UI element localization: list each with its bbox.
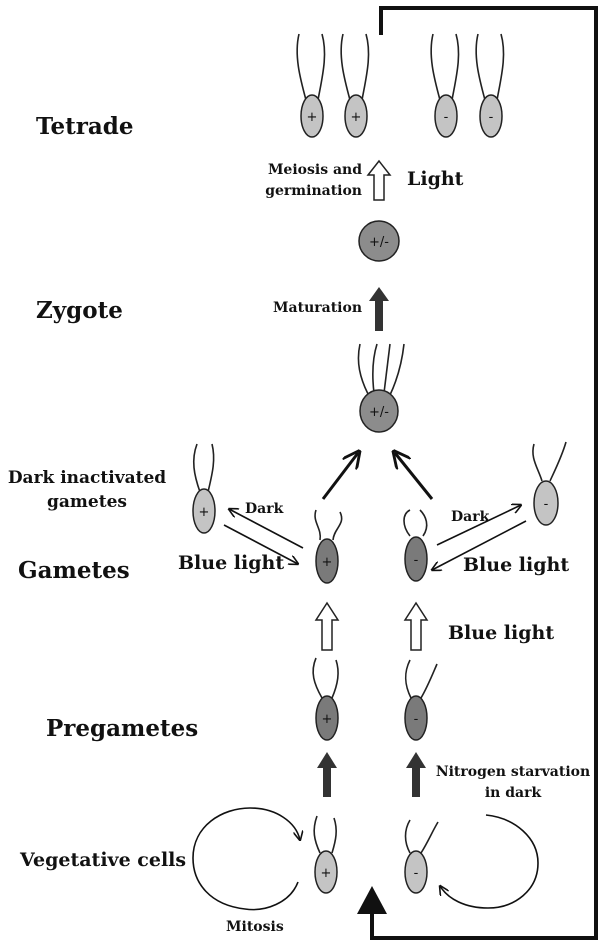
sign-minus: - [444, 110, 449, 125]
blue-light-label-left: Blue light [178, 552, 284, 574]
fusion-arrow-left [323, 453, 358, 499]
dark-inactivated-gamete-plus: + [193, 444, 215, 533]
sign-minus: - [414, 712, 419, 727]
meiosis-label-line1: Meiosis and [268, 162, 362, 178]
tetrade-cell-minus-1: - [431, 34, 458, 137]
light-label: Light [407, 168, 464, 190]
open-arrow-left [316, 603, 338, 650]
sign-minus: - [489, 110, 494, 125]
sign-minus: - [414, 866, 419, 881]
sign-minus: - [544, 497, 549, 512]
stage-label-gametes: Gametes [18, 557, 130, 584]
mitosis-cycle-left [193, 808, 300, 910]
vegetative-cell-minus: - [405, 820, 438, 893]
sign-plus: + [307, 110, 318, 125]
stage-label-zygote: Zygote [36, 297, 123, 324]
open-arrow-right [405, 603, 427, 650]
mitosis-label: Mitosis [226, 919, 284, 935]
stage-label-pregametes: Pregametes [46, 715, 198, 742]
nitrogen-label-line2: in dark [485, 785, 542, 801]
sign-plus: + [199, 505, 210, 520]
mitosis-cycle-right [440, 815, 538, 908]
pregamete-minus: - [405, 660, 437, 740]
tetrade-cell-plus-2: + [341, 34, 368, 137]
sign-plus-minus: +/- [369, 405, 389, 420]
sign-plus: + [322, 712, 333, 727]
fusion-arrow-right [395, 453, 432, 499]
dark-label-left: Dark [245, 501, 284, 517]
meiosis-open-arrow [368, 161, 390, 200]
tetrade-cell-minus-2: - [476, 34, 503, 137]
blue-light-label-right: Blue light [463, 554, 569, 576]
gamete-minus: - [404, 510, 427, 581]
stage-label-tetrade: Tetrade [36, 113, 133, 140]
solid-arrow-right [406, 752, 426, 797]
maturation-arrow [369, 287, 389, 331]
dark-inactivated-gamete-minus: - [533, 442, 566, 525]
sign-plus-minus: +/- [369, 235, 389, 250]
feedback-loop-arrowhead [357, 886, 387, 914]
sign-plus: + [321, 866, 332, 881]
fused-quadriflagellate-cell: +/- [358, 344, 404, 432]
stage-label-vegetative-cells: Vegetative cells [19, 849, 186, 871]
solid-arrow-left [317, 752, 337, 797]
sign-plus: + [351, 110, 362, 125]
tetrade-cell-plus-1: + [297, 34, 324, 137]
gamete-plus: + [315, 510, 342, 583]
meiosis-label-line2: germination [265, 183, 362, 199]
sign-minus: - [414, 553, 419, 568]
dark-inactivated-label-line2: gametes [47, 492, 127, 512]
dark-inactivated-label-line1: Dark inactivated [8, 468, 166, 488]
sign-plus: + [322, 555, 333, 570]
vegetative-cell-plus: + [314, 816, 337, 893]
zygote-cell: +/- [359, 221, 399, 261]
pregamete-plus: + [313, 658, 338, 740]
maturation-label: Maturation [273, 300, 362, 316]
blue-light-label-center: Blue light [448, 622, 554, 644]
nitrogen-label-line1: Nitrogen starvation [436, 764, 590, 780]
